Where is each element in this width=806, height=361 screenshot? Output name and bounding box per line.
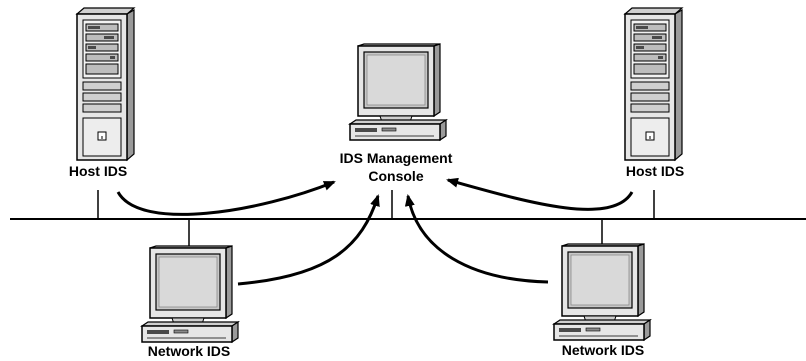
workstation-icon — [349, 43, 447, 141]
network-ids-right-label: Network IDS — [562, 342, 644, 358]
host-ids-right-node: Host IDS — [624, 7, 684, 179]
host-ids-left-node: Host IDS — [69, 7, 135, 179]
arrow-host-left-to-console — [116, 180, 336, 216]
host-ids-right-label: Host IDS — [626, 163, 684, 179]
arrow-host-right-to-console — [446, 177, 634, 211]
network-ids-left-node: Network IDS — [141, 245, 239, 359]
workstation-icon — [553, 243, 651, 341]
arrow-network-left-to-console — [237, 194, 380, 286]
network-ids-right-node: Network IDS — [553, 243, 651, 358]
console-label-line2: Console — [368, 168, 423, 184]
workstation-icon — [141, 245, 239, 343]
arrow-network-right-to-console — [404, 194, 549, 284]
server-tower-icon — [624, 7, 683, 161]
console-label-line1: IDS Management — [340, 150, 453, 166]
server-tower-icon — [76, 7, 135, 161]
host-ids-left-label: Host IDS — [69, 163, 127, 179]
management-console-node: IDS Management Console — [340, 43, 453, 184]
network-ids-left-label: Network IDS — [148, 343, 230, 359]
